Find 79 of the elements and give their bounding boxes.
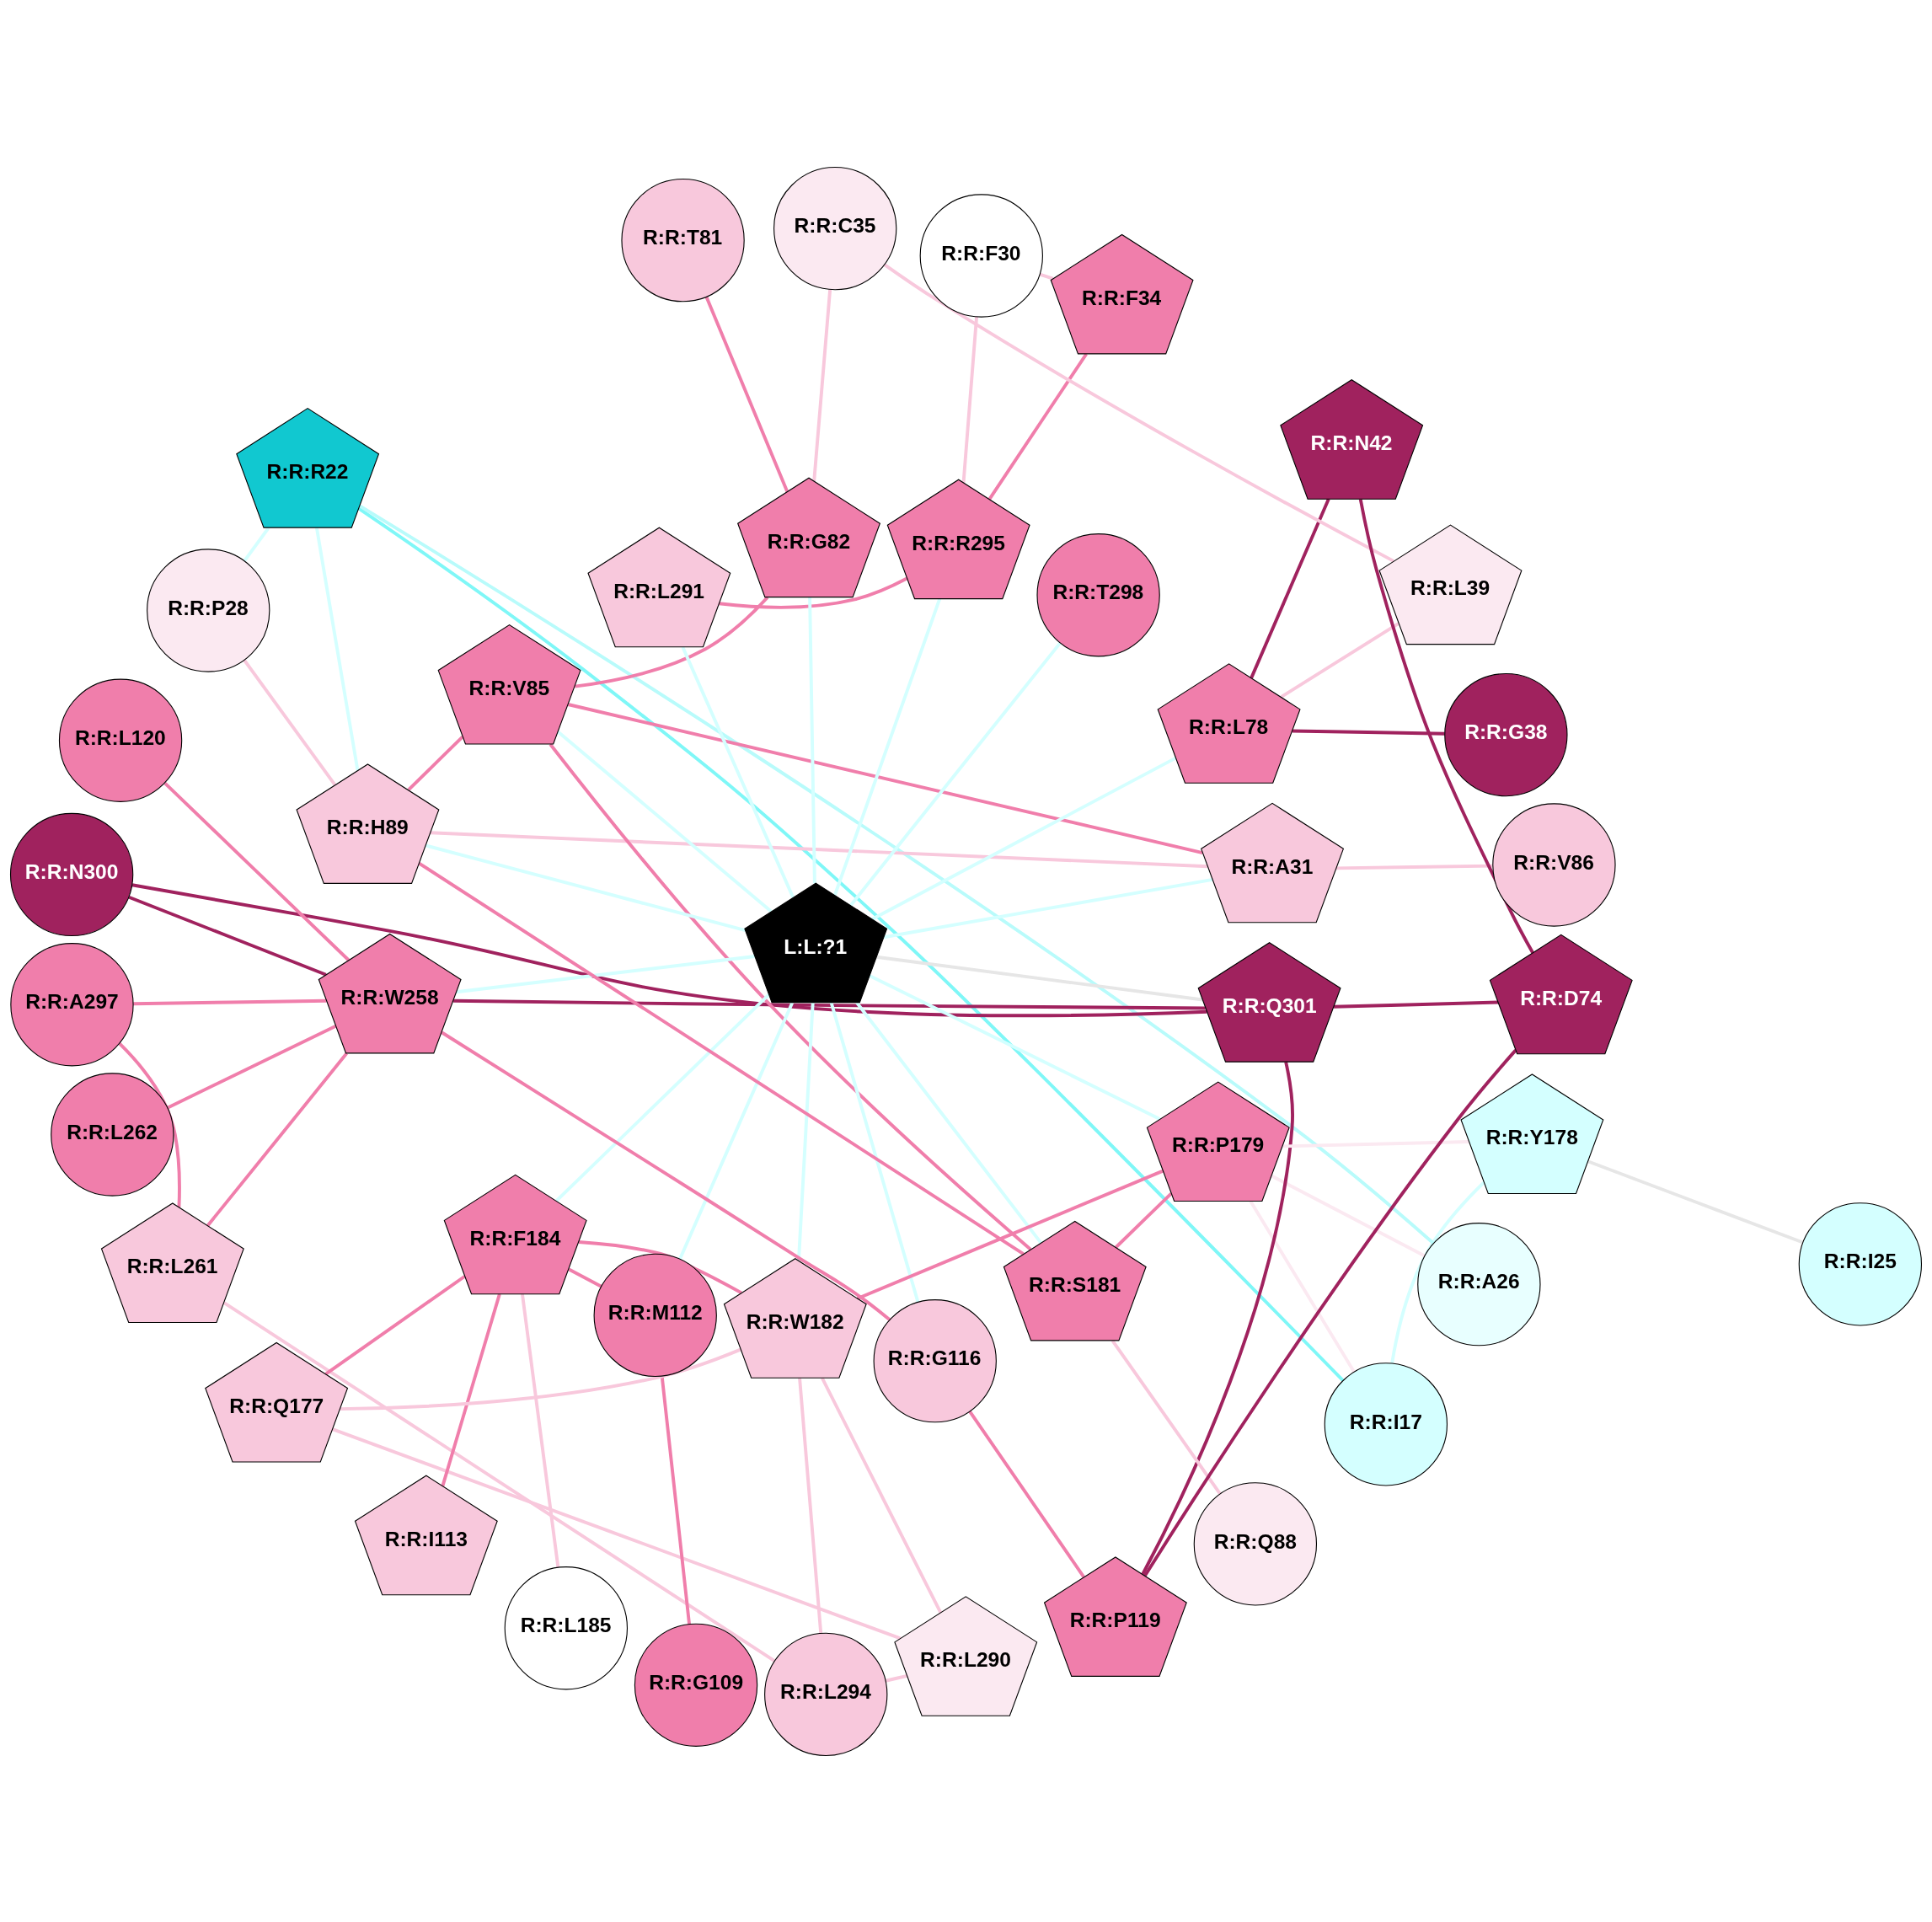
connector xyxy=(1292,728,1445,736)
node-circle: R:R:L262 xyxy=(51,1072,174,1197)
node-circle: R:R:G38 xyxy=(1444,672,1568,796)
connector xyxy=(875,955,1203,1001)
connector xyxy=(430,830,1208,868)
connector xyxy=(359,504,1435,1245)
connector xyxy=(1271,1174,1426,1257)
connector xyxy=(331,1427,902,1640)
connector xyxy=(855,1001,1042,1244)
connector xyxy=(243,658,337,786)
node-circle: R:R:P28 xyxy=(147,548,270,672)
connector xyxy=(407,735,464,791)
connector xyxy=(166,1024,337,1109)
connector xyxy=(961,316,979,483)
connector xyxy=(1143,1048,1517,1577)
connector xyxy=(1280,621,1399,699)
connector xyxy=(1250,498,1330,678)
connector xyxy=(1336,864,1493,870)
node-circle: R:R:L120 xyxy=(58,678,183,802)
connector xyxy=(871,756,1177,920)
connector xyxy=(133,998,327,1005)
connector xyxy=(131,882,1207,1017)
connector xyxy=(453,998,1206,1009)
connector xyxy=(206,1052,348,1227)
node-circle: R:R:T81 xyxy=(621,178,745,302)
connector xyxy=(885,1673,908,1683)
connector xyxy=(425,843,747,932)
node-circle: R:R:V86 xyxy=(1492,802,1616,927)
connector xyxy=(1039,272,1054,280)
node-circle: R:R:A26 xyxy=(1417,1222,1541,1346)
connector xyxy=(521,1293,560,1567)
connector xyxy=(222,1300,776,1662)
connector xyxy=(118,1041,181,1207)
connector xyxy=(163,781,351,961)
connector xyxy=(128,895,327,977)
connector xyxy=(704,296,789,492)
node-circle: R:R:F30 xyxy=(919,193,1043,318)
node-circle: R:R:A297 xyxy=(10,942,134,1066)
connector xyxy=(798,1377,823,1634)
connector xyxy=(1333,1000,1499,1009)
connector xyxy=(324,1274,466,1375)
connector xyxy=(1390,1181,1485,1363)
connector xyxy=(849,641,1062,907)
connector xyxy=(821,1377,943,1614)
connector xyxy=(968,1410,1085,1578)
connector xyxy=(719,576,908,609)
connector xyxy=(456,954,755,993)
connector xyxy=(555,993,770,1202)
connector xyxy=(1358,498,1534,954)
node-circle: R:R:I17 xyxy=(1324,1362,1448,1486)
connector xyxy=(357,506,1345,1382)
connector xyxy=(418,861,1025,1255)
connector xyxy=(567,702,1203,854)
node-circle: R:R:L294 xyxy=(764,1632,888,1756)
connector xyxy=(574,596,769,688)
node-circle: R:R:C35 xyxy=(773,166,897,290)
connector xyxy=(1115,1191,1173,1249)
connector xyxy=(1141,1061,1294,1575)
connector xyxy=(1587,1159,1804,1244)
node-circle: R:R:N300 xyxy=(9,812,134,936)
connector xyxy=(808,597,816,884)
connector xyxy=(314,527,360,771)
node-circle: R:R:Q88 xyxy=(1193,1481,1318,1606)
node-circle: R:R:G109 xyxy=(634,1623,758,1747)
connector xyxy=(568,1266,602,1288)
connector xyxy=(1282,1139,1469,1148)
connector xyxy=(340,1347,741,1411)
node-circle: R:R:G116 xyxy=(873,1298,997,1422)
connector xyxy=(660,1375,692,1625)
connector xyxy=(883,877,1213,939)
node-circle: R:R:T298 xyxy=(1036,533,1160,656)
node-circle: R:R:L185 xyxy=(504,1566,628,1689)
connector xyxy=(812,289,832,481)
connector xyxy=(883,262,1394,563)
connector xyxy=(557,730,773,913)
node-circle: R:R:I25 xyxy=(1798,1202,1923,1325)
connector xyxy=(869,973,1161,1121)
connector xyxy=(441,1031,891,1321)
node-circle: R:R:M112 xyxy=(593,1253,717,1377)
